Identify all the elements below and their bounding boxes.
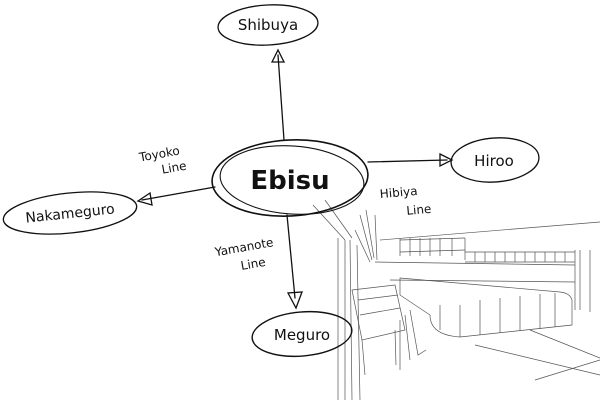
center-label: Ebisu (250, 166, 329, 196)
station-node-nakameguro[interactable]: Nakameguro (1, 186, 138, 240)
line-label-hibiya: Hibiya Line (379, 184, 432, 218)
arrow-to-nakameguro (141, 186, 216, 201)
station-node-meguro[interactable]: Meguro (250, 308, 353, 361)
station-node-shibuya[interactable]: Shibuya (217, 2, 319, 47)
arrow-to-shibuya (277, 54, 285, 141)
arrowhead-nakameguro (136, 191, 153, 206)
center-node-ebisu[interactable]: Ebisu (210, 136, 370, 220)
arrowhead-shibuya (270, 48, 286, 63)
station-label: Hiroo (474, 152, 514, 170)
station-node-hiroo[interactable]: Hiroo (450, 135, 541, 185)
arrow-to-hiroo (367, 159, 448, 163)
line-label-yamanote: Yamanote Line (213, 235, 275, 273)
cafe-interior-sketch (312, 199, 600, 400)
svg-text:Line: Line (161, 159, 188, 177)
line-label-toyoko: Toyoko Line (137, 144, 188, 177)
arrowhead-meguro (286, 291, 303, 310)
arrowhead-hiroo (439, 152, 454, 168)
svg-text:Yamanote: Yamanote (213, 235, 275, 259)
svg-text:Line: Line (240, 255, 267, 273)
station-label: Meguro (274, 326, 330, 344)
station-label: Nakameguro (25, 201, 116, 226)
arrow-to-meguro (286, 214, 296, 299)
station-label: Shibuya (238, 16, 298, 34)
svg-text:Line: Line (406, 202, 432, 218)
svg-text:Hibiya: Hibiya (379, 184, 418, 201)
connections (136, 48, 454, 310)
